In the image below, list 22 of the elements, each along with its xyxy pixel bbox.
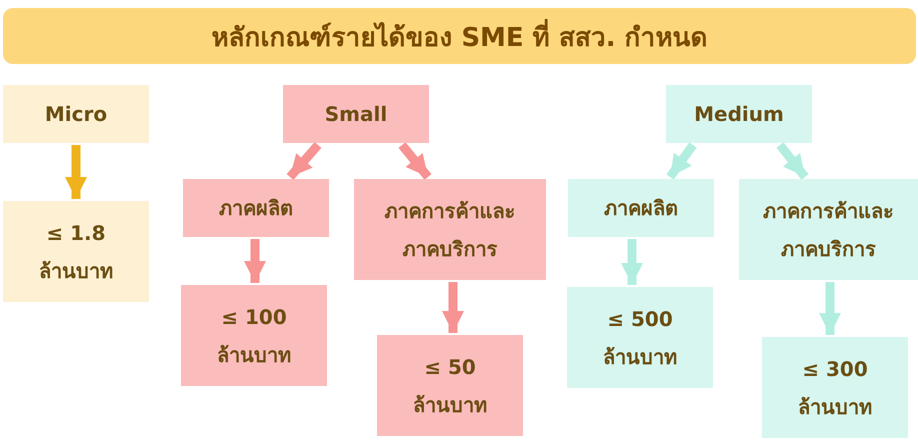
category-box: Micro	[3, 85, 149, 143]
title-banner: หลักเกณฑ์รายได้ของ SME ที่ สสว. กำหนด	[3, 8, 916, 64]
revenue-box: ≤ 50 ล้านบาท	[377, 335, 523, 436]
arrow	[819, 282, 841, 335]
arrow	[442, 282, 464, 333]
arrow	[776, 142, 809, 180]
arrow	[286, 142, 322, 180]
revenue-box: ≤ 500 ล้านบาท	[567, 287, 713, 388]
category-box: Medium	[666, 85, 812, 143]
arrow	[65, 145, 87, 199]
revenue-box: ≤ 300 ล้านบาท	[762, 337, 908, 438]
category-box: Small	[283, 85, 429, 143]
sector-box: ภาคผลิต	[568, 179, 714, 237]
arrow	[666, 142, 697, 180]
revenue-box: ≤ 100 ล้านบาท	[181, 285, 327, 386]
revenue-box: ≤ 1.8 ล้านบาท	[3, 201, 149, 302]
arrow	[621, 239, 643, 285]
sector-box: ภาคการค้าและภาคบริการ	[354, 179, 546, 280]
arrow	[244, 239, 266, 283]
sector-box: ภาคผลิต	[183, 179, 329, 237]
arrow	[398, 142, 432, 180]
sector-box: ภาคการค้าและภาคบริการ	[739, 179, 918, 280]
